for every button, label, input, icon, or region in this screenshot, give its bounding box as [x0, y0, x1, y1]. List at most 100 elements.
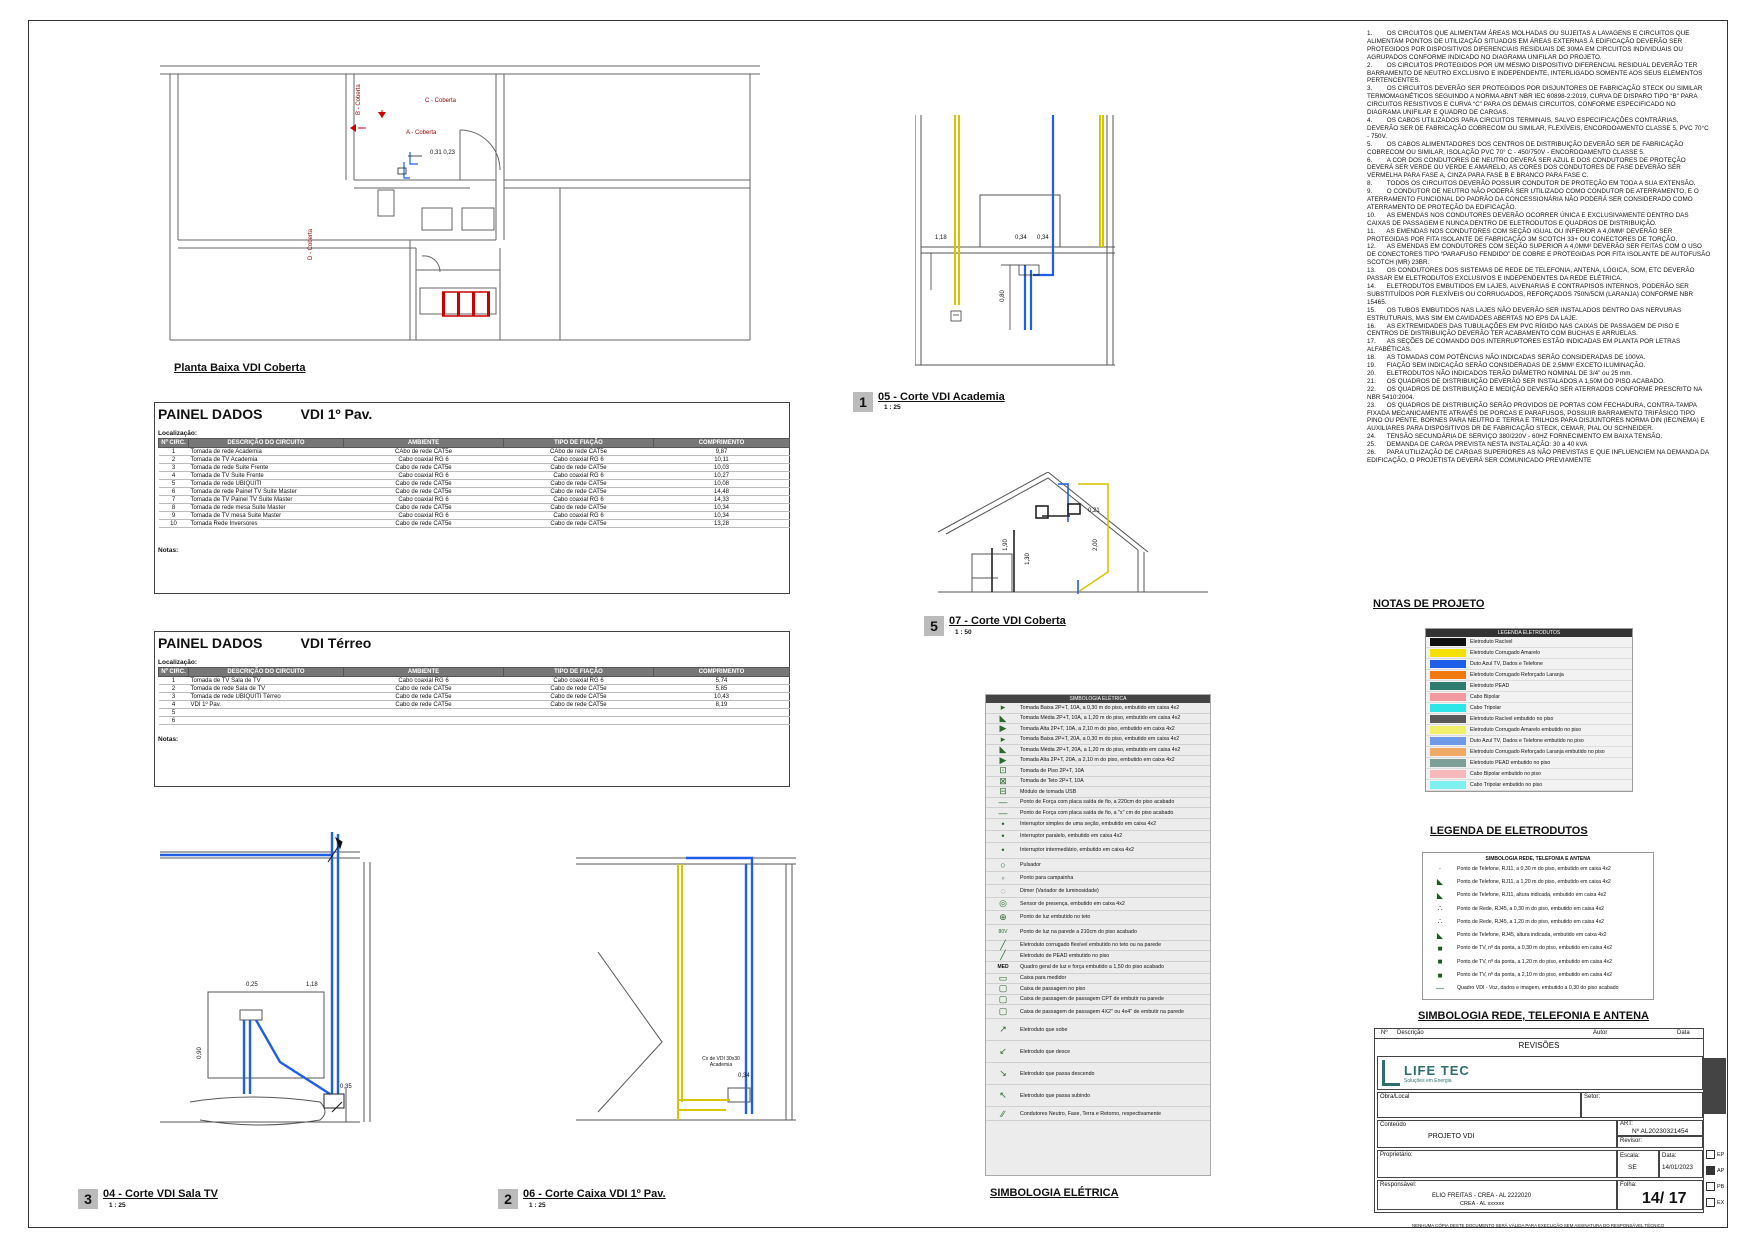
table-cell	[503, 708, 654, 717]
table-cell: 6	[158, 716, 189, 725]
network-symbol-item: ∴Ponto de Rede, RJ45, a 0,30 m do piso, …	[1423, 902, 1653, 915]
art-label: ART:	[1620, 1121, 1633, 1127]
status-ap-checkbox[interactable]	[1706, 1166, 1715, 1175]
symbol-item: •Interruptor paralelo, embutido em caixa…	[986, 831, 1210, 843]
table-cell: Cabo coaxial RG 6	[343, 495, 504, 504]
view-number: 3	[78, 1189, 98, 1209]
symbol-label: Caixa de passagem de passagem CPT de emb…	[1020, 996, 1164, 1003]
section-view-caixa-vdi	[576, 856, 796, 1121]
table-cell: Tomada de rede Suite Frente	[188, 463, 344, 472]
table-cell: Cabo coaxial RG 6	[503, 471, 654, 480]
view-title: 06 - Corte Caixa VDI 1º Pav.	[523, 1188, 666, 1200]
table-cell: 3	[158, 463, 189, 472]
note-item: 1. OS CIRCUITOS QUE ALIMENTAM ÁREAS MOLH…	[1367, 30, 1690, 61]
dimension-label: 1,90	[1002, 539, 1009, 551]
table-cell: 2	[158, 455, 189, 464]
conduit-legend-title: LEGENDA DE ELETRODUTOS	[1430, 825, 1588, 837]
note-item: 11. AS EMENDAS NOS CONDUTORES COM SEÇÃO …	[1367, 227, 1678, 243]
project-notes: 1. OS CIRCUITOS QUE ALIMENTAM ÁREAS MOLH…	[1367, 30, 1711, 465]
symbol-label: Eletroduto de PEAD embutido no piso	[1020, 952, 1110, 959]
table-cell: VDI 1º Pav.	[188, 700, 344, 709]
table-cell: 10	[158, 519, 189, 528]
legend-item: Eletroduto Corrugado Amarelo	[1426, 648, 1632, 659]
status-ep-checkbox[interactable]	[1706, 1150, 1715, 1159]
table-cell	[188, 716, 344, 725]
responsavel-box: Responsável: ELIO FREITAS - CREA - AL 22…	[1377, 1180, 1617, 1210]
revisions-label: REVISÕES	[1518, 1041, 1560, 1050]
network-symbol-icon: ◣	[1436, 877, 1444, 887]
table-cell: 9,87	[653, 447, 790, 456]
status-pb-checkbox[interactable]	[1706, 1182, 1715, 1191]
symbol-label: Eletroduto que passa descendo	[1020, 1070, 1095, 1077]
symbol-icon: ◦	[1001, 872, 1005, 883]
table-cell: 9	[158, 511, 189, 520]
view-scale: 1 : 50	[955, 629, 972, 636]
symbol-label: Interruptor paralelo, embutido em caixa …	[1020, 833, 1123, 839]
dimension-label: 0,34	[1037, 235, 1049, 241]
view-title: 07 - Corte VDI Coberta	[949, 615, 1066, 627]
plan-label-c: C - Coberta	[425, 98, 457, 104]
dimension-label: 0,80	[999, 290, 1006, 302]
network-symbol-item: ■Ponto de TV, nº da ponta, a 2,10 m do p…	[1423, 968, 1653, 981]
note-item: 18. AS TOMADAS COM POTÊNCIAS NÃO INDICAD…	[1367, 354, 1646, 362]
symbol-item: ◣Tomada Média 2P+T, 10A, a 1,20 m do pis…	[986, 713, 1210, 724]
col-header: DESCRIÇÃO DO CIRCUITO	[188, 438, 344, 448]
title-block: Nº Descrição Autor Data REVISÕES LIFE TE…	[1374, 1028, 1704, 1213]
note-item: 9. O CONDUTOR DE NEUTRO NÃO PODERÁ SER U…	[1367, 188, 1699, 211]
project-notes-title: NOTAS DE PROJETO	[1373, 598, 1485, 610]
symbol-item: ◦Ponto para campainha	[986, 872, 1210, 885]
symbol-item: ○Pulsador	[986, 859, 1210, 872]
logo-text: LIFE TEC	[1404, 1063, 1470, 1078]
table-cell: Cabo de rede CAT5e	[343, 487, 504, 496]
rev-col-desc: Descrição	[1397, 1030, 1424, 1036]
symbol-label: Interruptor intermediário, embutido em c…	[1020, 847, 1134, 853]
status-pb-label: PB	[1717, 1184, 1725, 1190]
proprietario-label: Proprietário:	[1380, 1152, 1413, 1158]
symbol-label: Ponto de Força com placa saída de fio, a…	[1020, 799, 1175, 806]
table-cell: Tomada de rede UBIQUITI Térreo	[188, 692, 344, 701]
legend-item: Cabo Tripolar embutido no piso	[1426, 780, 1632, 791]
note-item: 15. OS TUBOS EMBUTIDOS NAS LAJES NÃO DEV…	[1367, 306, 1682, 322]
network-symbol-item: —Quadro VDI - Voz, dados e imagem, embut…	[1423, 982, 1653, 995]
symbol-item: ◎Sensor de presença, embutido em caixa 4…	[986, 898, 1210, 911]
plan-label-b: B - Coberta	[356, 84, 362, 115]
legend-swatch	[1430, 737, 1466, 745]
note-item: 22. OS QUADROS DE DISTRIBUIÇÃO E MEDIÇÃO…	[1367, 385, 1702, 401]
note-item: 19. FIAÇÃO SEM INDICAÇÃO SERÃO CONSIDERA…	[1367, 362, 1646, 370]
network-symbol-label: Ponto de Rede, RJ45, a 1,20 m do piso, e…	[1457, 918, 1605, 925]
dimension-label: 0,90	[196, 1047, 203, 1059]
box-label: Cx de VDI 30x30 Academia	[702, 1056, 740, 1068]
table-cell: Tomada de rede UBIQUITI	[188, 479, 344, 488]
legend-label: Eletroduto Corrugado Amarelo embutido no…	[1470, 727, 1582, 733]
symbol-item: ◣Tomada Média 2P+T, 20A, a 1,20 m do pis…	[986, 744, 1210, 756]
legend-label: Eletroduto Corrugado Amarelo	[1470, 650, 1541, 656]
setor-box: Setor:	[1581, 1092, 1703, 1118]
status-ex-checkbox[interactable]	[1706, 1198, 1715, 1207]
symbol-item: ▢Caixa de passagem de passagem 4X2" ou 4…	[986, 1005, 1210, 1019]
legend-label: Duto Azul TV, Dados e Telefone embutido …	[1470, 738, 1584, 744]
table-cell: Cabo coaxial RG 6	[343, 455, 504, 464]
network-symbol-icon: ·	[1438, 864, 1442, 874]
panel-table: Nº CIRC. DESCRIÇÃO DO CIRCUITO AMBIENTE …	[158, 438, 790, 528]
symbol-label: Ponto de Força com placa saída de fio, a…	[1020, 809, 1174, 816]
legend-item: Eletroduto Racível embutido no piso	[1426, 714, 1632, 725]
panel-title-text: PAINEL DADOS	[158, 635, 263, 651]
symbol-icon: ∕∕	[1001, 1108, 1005, 1119]
symbol-item: ▸Tomada Baixa 2P+T, 20A, a 0,30 m do pis…	[986, 734, 1210, 745]
network-symbol-label: Ponto de TV, nº da ponta, a 0,30 m do pi…	[1457, 945, 1613, 952]
symbology-electrical-title: SIMBOLOGIA ELÉTRICA	[990, 1187, 1119, 1199]
table-cell: 5,74	[653, 676, 790, 685]
table-cell	[653, 716, 790, 725]
col-header: TIPO DE FIAÇÃO	[503, 667, 654, 677]
panel-location: Localização:	[158, 430, 198, 437]
note-item: 14. ELETRODUTOS EMBUTIDOS EM LAJES, ALVE…	[1367, 283, 1694, 306]
table-cell: Cabo de rede CAT5e	[343, 503, 504, 512]
table-cell: 10,27	[653, 471, 790, 480]
legend-swatch	[1430, 726, 1466, 734]
